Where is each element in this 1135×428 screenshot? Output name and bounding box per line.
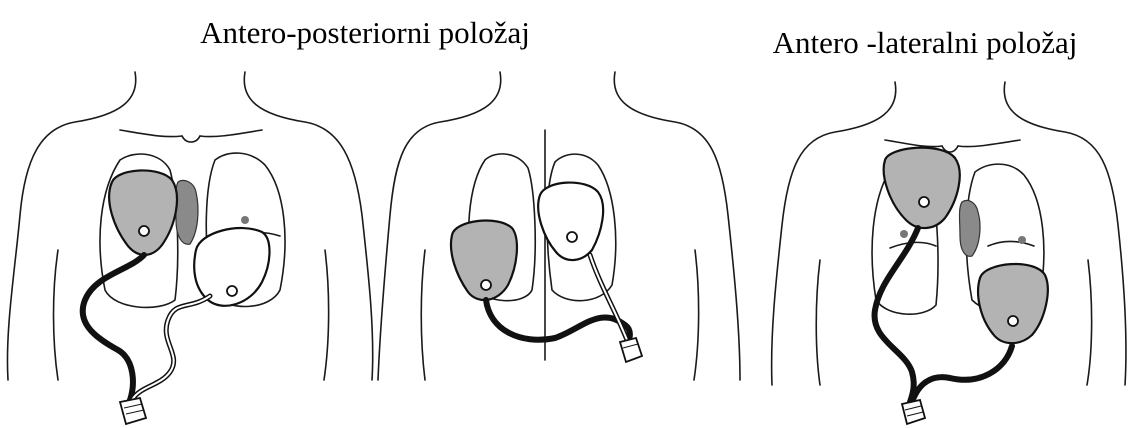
cable-connector-1 xyxy=(120,398,146,424)
torso-front-view-2 xyxy=(772,82,1126,385)
cable-black-2 xyxy=(486,300,630,342)
cable-connector-3 xyxy=(902,400,925,424)
electrode-pad-upper-3 xyxy=(884,148,960,228)
cable-connector-2 xyxy=(620,338,642,362)
cable-black-3b xyxy=(912,346,1012,402)
heart-shape xyxy=(176,180,199,244)
electrode-pad-anterior-1 xyxy=(109,170,177,254)
electrode-pad-back-grey xyxy=(451,221,517,301)
electrode-pad-lateral-3 xyxy=(978,264,1048,343)
cable-black-3a xyxy=(875,228,918,402)
torso-front-view-1 xyxy=(7,72,372,380)
cable-black-1 xyxy=(83,255,144,400)
electrode-pad-posterior-1 xyxy=(194,228,269,306)
